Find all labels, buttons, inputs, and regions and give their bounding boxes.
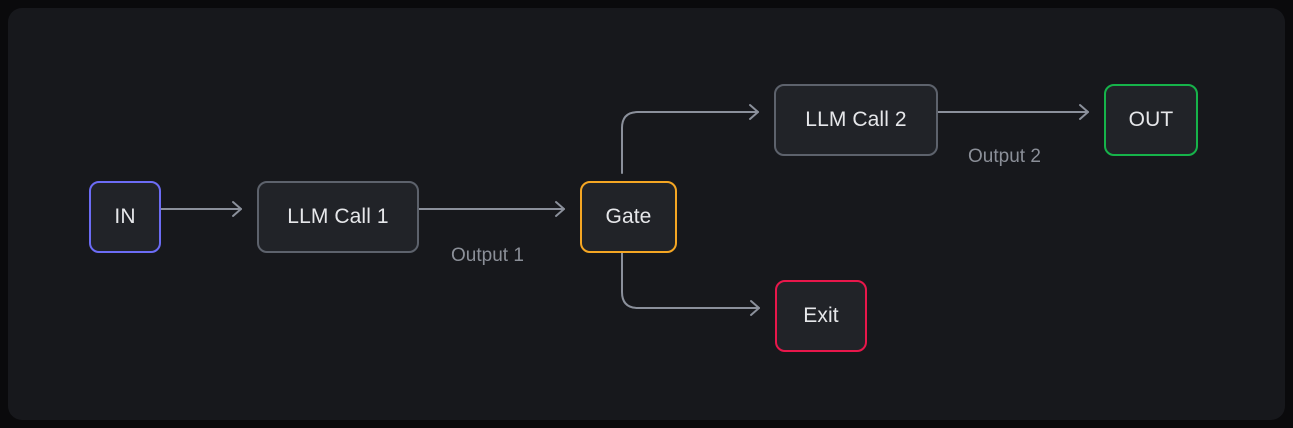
node-in-label: IN <box>114 205 136 228</box>
edge-llm-call-2-to-out <box>929 104 1089 120</box>
node-exit-label: Exit <box>803 304 839 327</box>
node-llm-call-2-label: LLM Call 2 <box>805 108 907 131</box>
edge-gate-to-llm-call-2 <box>621 104 759 174</box>
node-out[interactable]: OUT <box>1104 84 1198 156</box>
node-exit[interactable]: Exit <box>775 280 867 352</box>
node-in[interactable]: IN <box>89 181 161 253</box>
diagram-edges-layer <box>152 104 1089 316</box>
edge-in-to-llm-call-1 <box>152 201 242 217</box>
node-gate-label: Gate <box>605 205 652 228</box>
node-gate[interactable]: Gate <box>580 181 677 253</box>
edge-gate-to-exit <box>621 244 760 316</box>
edge-llm-call-1-to-gate <box>410 201 565 217</box>
diagram-canvas: IN LLM Call 1 Gate LLM Call 2 Exit OUT O… <box>8 8 1285 420</box>
node-llm-call-1-label: LLM Call 1 <box>287 205 389 228</box>
node-llm-call-1[interactable]: LLM Call 1 <box>257 181 419 253</box>
node-out-label: OUT <box>1128 108 1174 131</box>
node-llm-call-2[interactable]: LLM Call 2 <box>774 84 938 156</box>
edge-label-output-1: Output 1 <box>451 245 524 266</box>
edge-label-output-2: Output 2 <box>968 146 1041 167</box>
